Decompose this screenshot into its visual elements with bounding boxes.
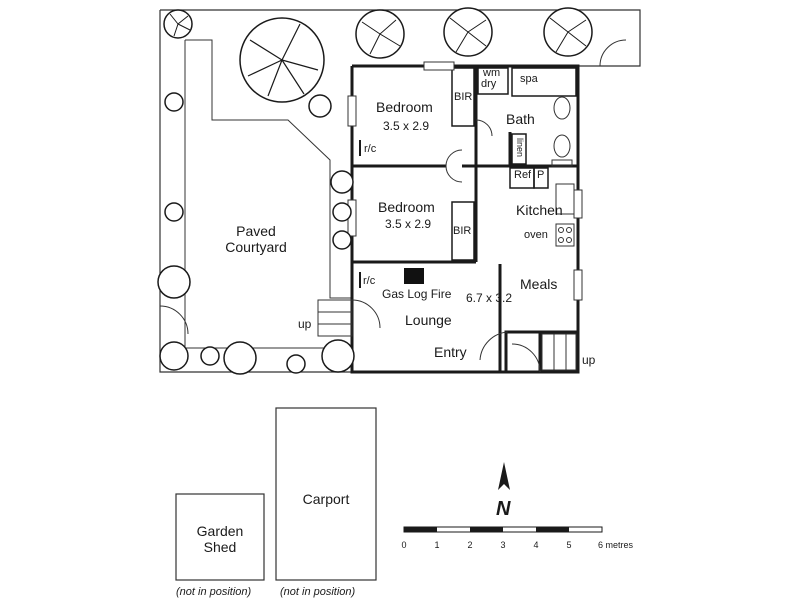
bedroom-2-size: 3.5 x 2.9 bbox=[385, 217, 432, 231]
door-swings bbox=[159, 39, 627, 373]
steps bbox=[317, 299, 577, 371]
meals-label: Meals bbox=[520, 276, 558, 292]
carport-not-in-position: (not in position) bbox=[280, 586, 356, 598]
interior-partitions bbox=[451, 67, 577, 261]
tree-icon bbox=[330, 170, 354, 194]
tree-icon bbox=[239, 17, 325, 103]
carport-outline bbox=[275, 407, 377, 581]
oven-label: oven bbox=[524, 229, 548, 241]
scale-tick: 5 bbox=[566, 540, 572, 550]
linen-label: linen bbox=[515, 138, 525, 158]
wm-label: wm bbox=[483, 67, 501, 79]
scale-tick: 3 bbox=[500, 540, 506, 550]
dry-label: dry bbox=[481, 78, 497, 90]
lounge-label: Lounge bbox=[405, 312, 452, 328]
tree-icon bbox=[332, 230, 352, 250]
tree-icon bbox=[164, 92, 184, 112]
tree-icon bbox=[163, 9, 193, 39]
trees bbox=[157, 7, 593, 375]
entry-label: Entry bbox=[434, 344, 467, 360]
north-label: N bbox=[496, 498, 511, 520]
scale-bar bbox=[403, 526, 603, 533]
up-right-label: up bbox=[582, 353, 596, 367]
garden-shed-outline bbox=[175, 493, 265, 581]
up-left-label: up bbox=[298, 317, 312, 331]
lounge-size: 6.7 x 3.2 bbox=[466, 291, 513, 305]
tree-icon bbox=[200, 346, 220, 366]
north-arrow-icon bbox=[498, 462, 510, 490]
scale-tick: 4 bbox=[533, 540, 539, 550]
tree-icon bbox=[157, 265, 191, 299]
property-boundary bbox=[159, 9, 641, 373]
garden-shed-label-line-1: Garden bbox=[196, 523, 244, 539]
courtyard-label-line-1: Paved bbox=[236, 223, 276, 239]
tree-icon bbox=[332, 202, 352, 222]
shed-not-in-position: (not in position) bbox=[176, 586, 252, 598]
tree-icon bbox=[159, 341, 189, 371]
courtyard-label-line-2: Courtyard bbox=[225, 239, 287, 255]
scale-tick-metres: 6 metres bbox=[598, 540, 634, 550]
spa-label: spa bbox=[520, 73, 538, 85]
tree-icon bbox=[164, 202, 184, 222]
gas-log-fire-label: Gas Log Fire bbox=[382, 287, 452, 301]
scale-tick: 2 bbox=[467, 540, 473, 550]
rc-1-label: r/c bbox=[364, 143, 377, 155]
windows bbox=[347, 61, 583, 301]
bir-2-label: BIR bbox=[453, 225, 472, 237]
bedroom-2-label: Bedroom bbox=[378, 199, 435, 215]
fireplace-icon bbox=[404, 268, 424, 284]
fixtures bbox=[551, 96, 575, 247]
tree-icon bbox=[443, 7, 493, 57]
garden-shed-label-line-2: Shed bbox=[203, 539, 237, 555]
kitchen-label: Kitchen bbox=[516, 202, 563, 218]
tree-icon bbox=[223, 341, 257, 375]
bedroom-1-size: 3.5 x 2.9 bbox=[383, 119, 430, 133]
tree-icon bbox=[355, 9, 405, 59]
scale-tick: 1 bbox=[434, 540, 440, 550]
pantry-label: P bbox=[537, 169, 545, 181]
bedroom-1-label: Bedroom bbox=[376, 99, 433, 115]
scale-tick: 0 bbox=[401, 540, 407, 550]
tree-icon bbox=[321, 339, 355, 373]
tree-icon bbox=[308, 94, 332, 118]
tree-icon bbox=[286, 354, 306, 374]
rc-2-label: r/c bbox=[363, 275, 376, 287]
bath-label: Bath bbox=[506, 111, 535, 127]
ref-label: Ref bbox=[514, 169, 532, 181]
tree-icon bbox=[543, 7, 593, 57]
carport-label: Carport bbox=[302, 491, 350, 507]
bir-1-label: BIR bbox=[454, 91, 473, 103]
